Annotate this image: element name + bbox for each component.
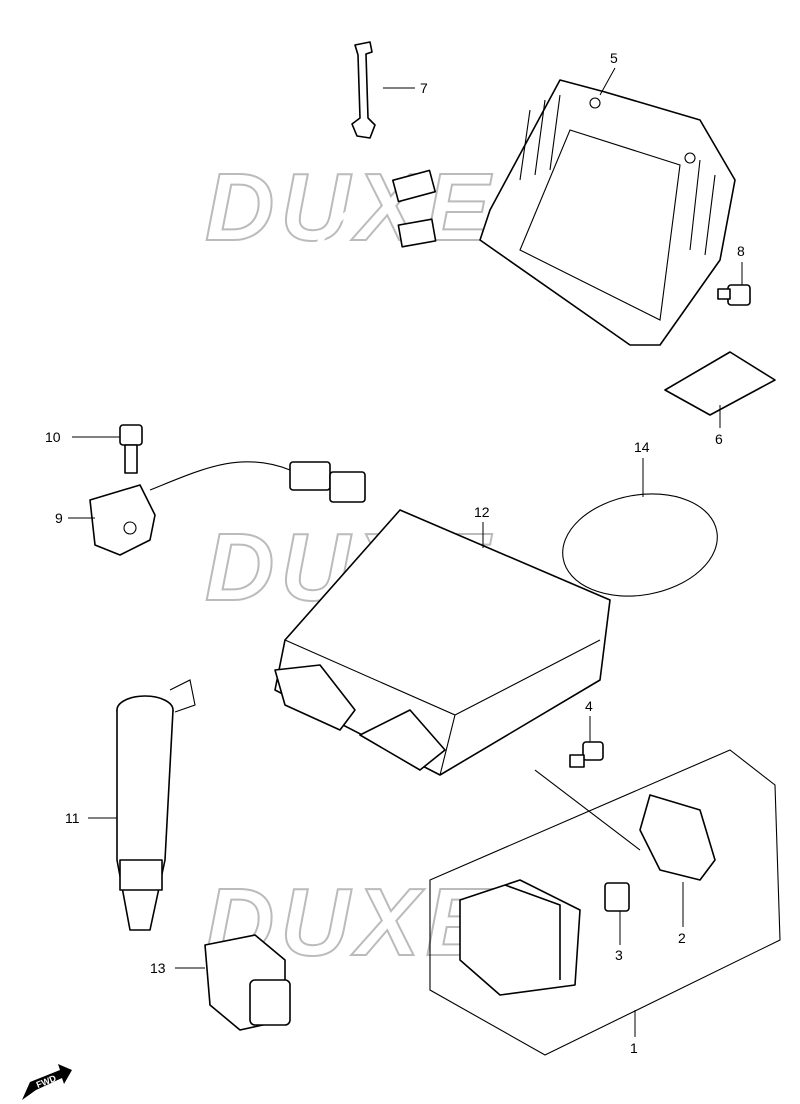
part-9-sensor[interactable] bbox=[89, 461, 366, 556]
part-8-bolt[interactable] bbox=[717, 284, 751, 306]
part-14-seal[interactable] bbox=[555, 482, 726, 608]
fwd-arrow-icon: FWD bbox=[22, 1064, 72, 1100]
callout-2: 2 bbox=[678, 930, 686, 946]
callout-9: 9 bbox=[55, 510, 63, 526]
fwd-label: FWD bbox=[35, 1073, 58, 1090]
part-4-bolt[interactable] bbox=[569, 741, 604, 768]
part-10-bolt[interactable] bbox=[119, 424, 143, 474]
part-1-assembly[interactable] bbox=[429, 749, 781, 1056]
callout-8: 8 bbox=[737, 243, 745, 259]
callout-11: 11 bbox=[65, 810, 80, 826]
callout-5: 5 bbox=[610, 50, 618, 66]
part-11-ignition-coil[interactable] bbox=[116, 679, 196, 931]
part-5-regulator[interactable] bbox=[479, 79, 736, 346]
part-2-cover[interactable] bbox=[639, 794, 716, 881]
callout-6: 6 bbox=[715, 431, 723, 447]
callout-10: 10 bbox=[45, 429, 61, 445]
part-12-ecu[interactable] bbox=[274, 509, 611, 776]
leader-lines bbox=[68, 67, 743, 1037]
callout-14: 14 bbox=[634, 439, 650, 455]
part-7-clip[interactable] bbox=[351, 41, 376, 139]
watermark: DUXE bbox=[205, 154, 496, 261]
part-5-harness bbox=[291, 169, 553, 396]
callout-3: 3 bbox=[615, 947, 623, 963]
callout-13: 13 bbox=[150, 960, 166, 976]
part-3-fuse[interactable] bbox=[604, 882, 630, 912]
callout-12: 12 bbox=[474, 504, 490, 520]
callout-7: 7 bbox=[420, 80, 428, 96]
part-6-pad[interactable] bbox=[664, 351, 776, 416]
callout-4: 4 bbox=[585, 698, 593, 714]
part-13-connector[interactable] bbox=[204, 934, 291, 1031]
callout-1: 1 bbox=[630, 1040, 638, 1056]
